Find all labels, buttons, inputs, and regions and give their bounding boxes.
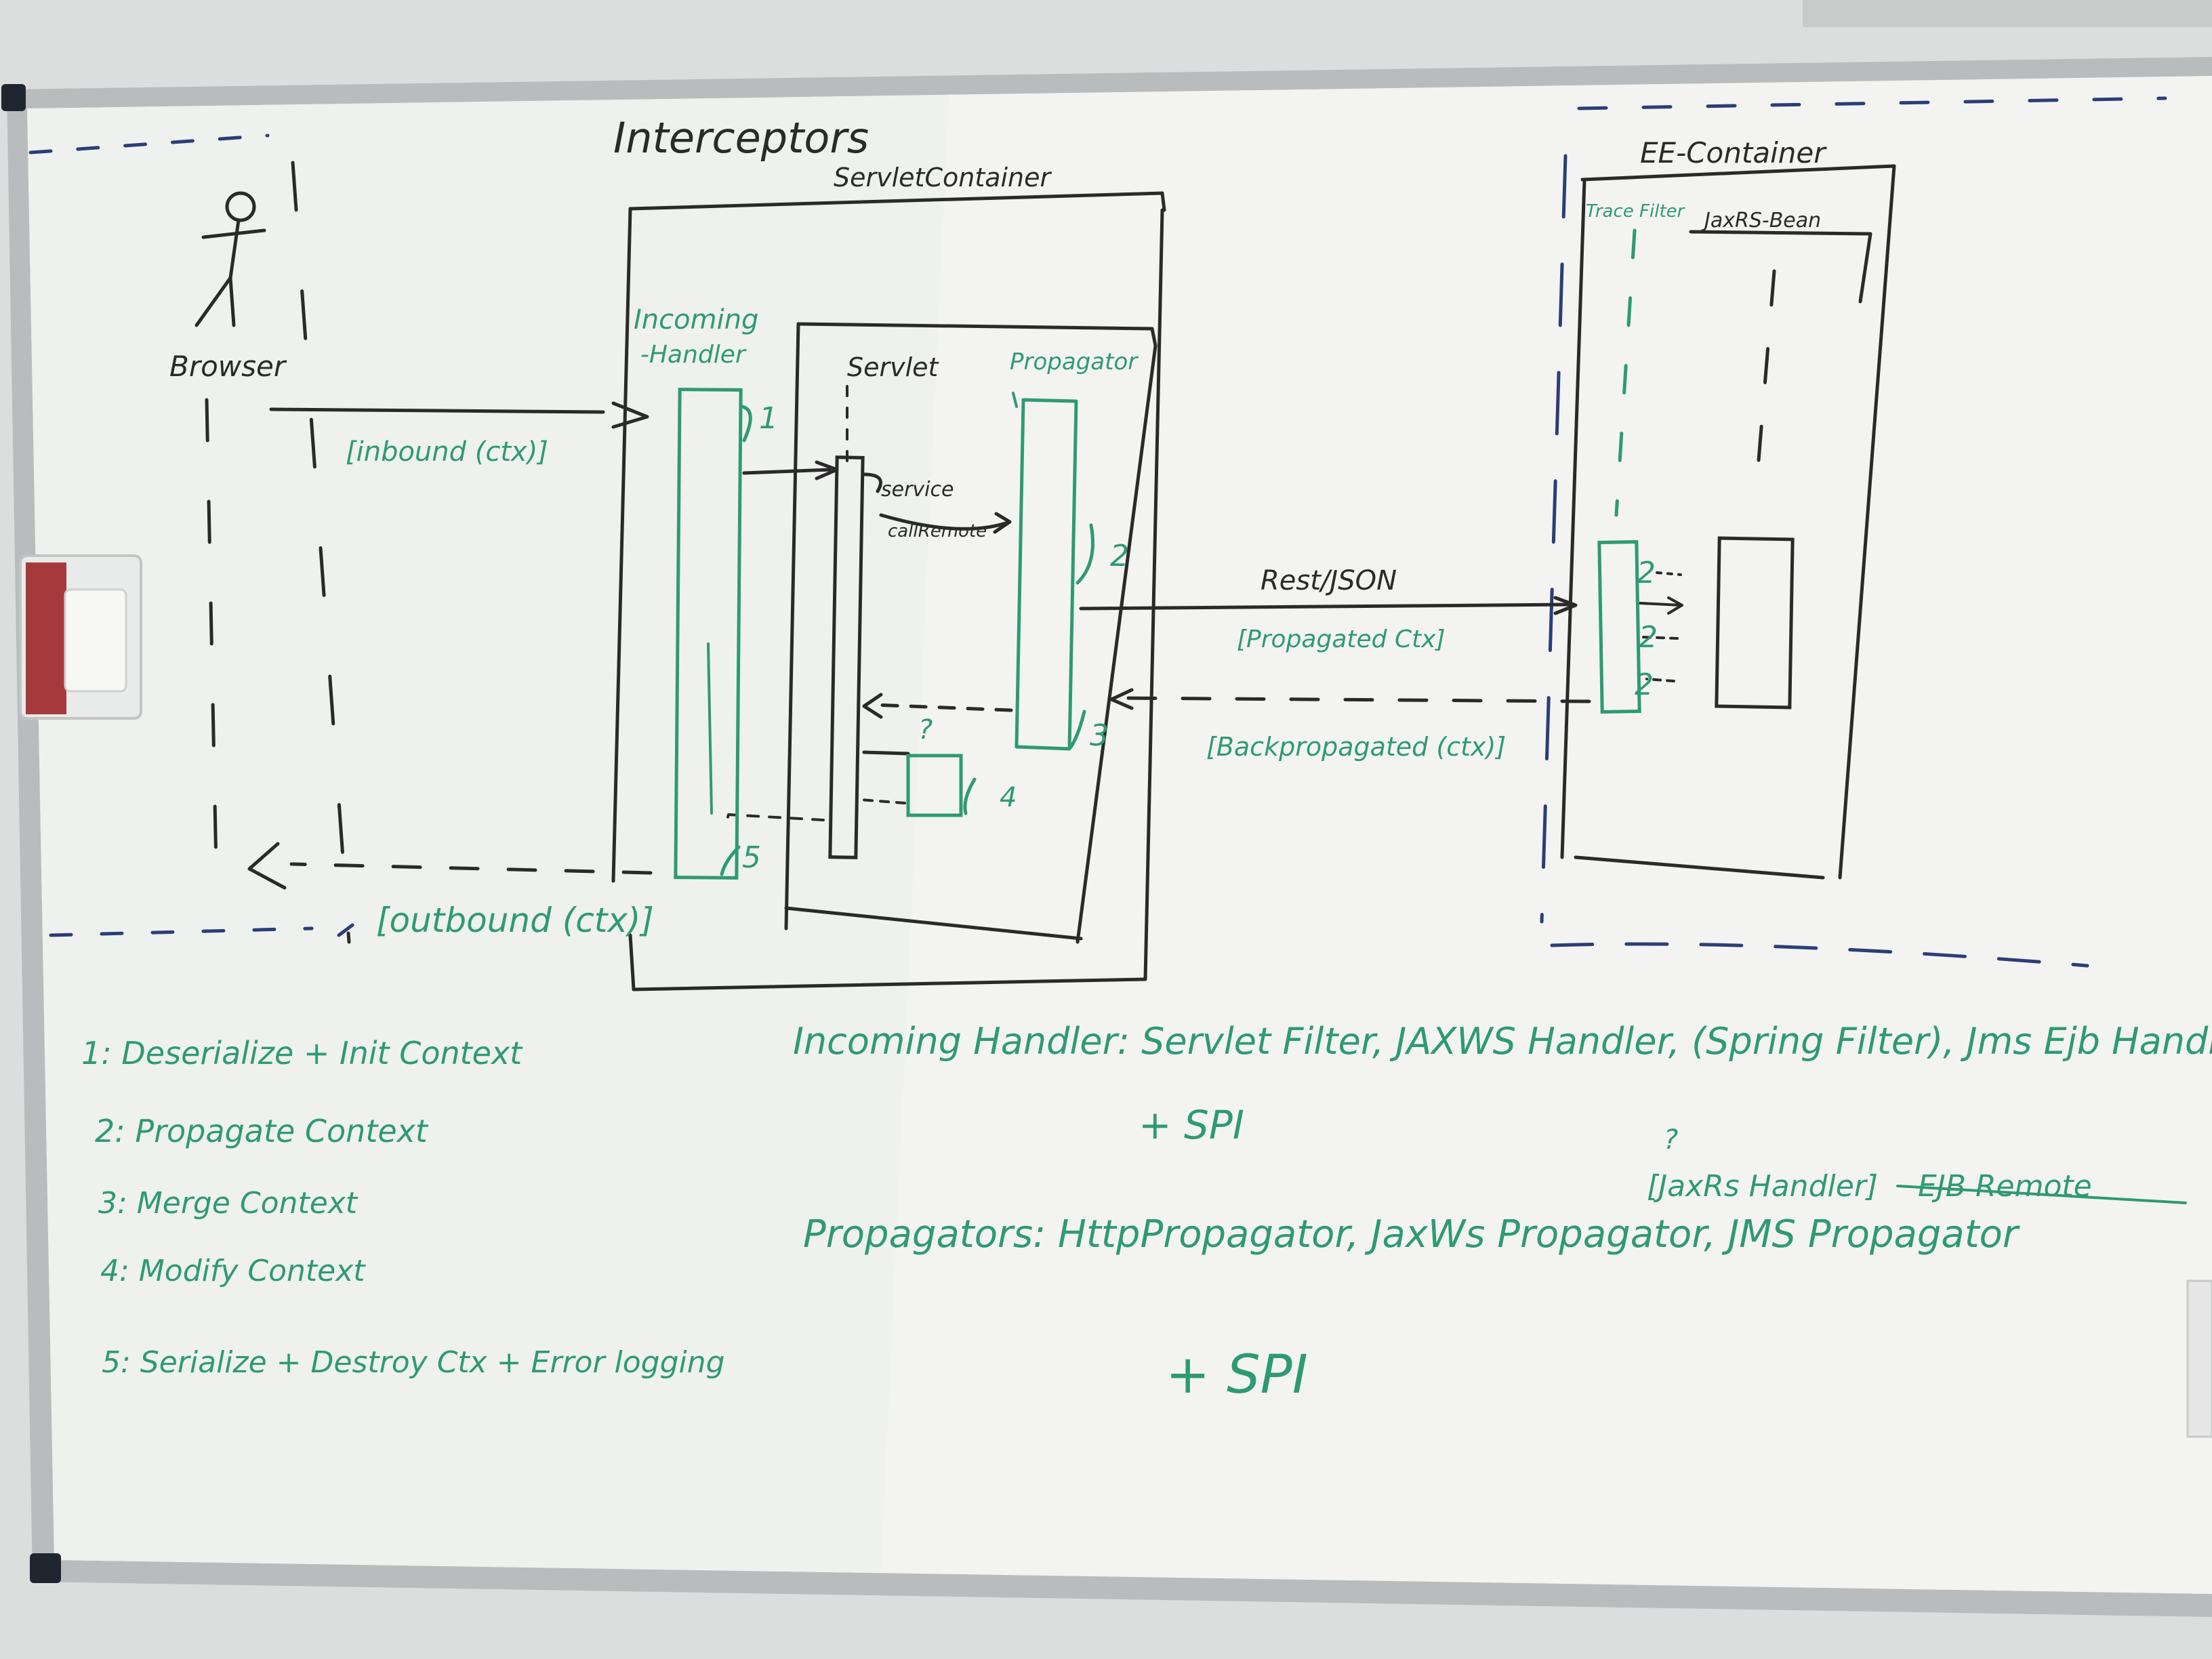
rest-json-label: Rest/JSON [1261,565,1397,596]
trace-filter-activation [1597,540,1641,714]
servlet-return-arrow [724,813,825,828]
notes: Incoming Handler: Servlet Filter, JAXWS … [793,1020,2212,1406]
propagator-return-arrow [872,703,1013,712]
ee-step-2c: 2 [1635,668,1654,702]
right-zone-boundary [1540,96,2167,968]
call-remote-label: callRemote [888,521,987,541]
step-5-marker: 5 [742,840,761,875]
trace-filter-lifeline [1614,228,1637,517]
incoming-handler-label-2: -Handler [640,341,747,369]
step-3-marker: 3 [1090,718,1109,753]
jaxrs-handler-note: [JaxRs Handler] [1647,1169,1878,1204]
servlet-container-label: ServletContainer [834,163,1052,192]
call-remote-arrow [879,512,1012,534]
strikethrough-line [1896,1185,2187,1204]
propagators-spi-note: + SPI [1166,1345,1308,1406]
outbound-arrow [289,862,653,875]
browser-label: Browser [169,350,287,383]
incoming-handler-activation [674,388,743,880]
ejb-remote-struck-note: EJB Remote [1918,1169,2092,1204]
service-label: service [881,478,954,501]
incoming-handler-note: Incoming Handler: Servlet Filter, JAXWS … [793,1020,2212,1063]
legend-item-5: 5: Serialize + Destroy Ctx + Error loggi… [102,1345,725,1380]
ee-container-label: EE-Container [1640,136,1827,169]
servlet-label: Servlet [847,352,940,382]
stick-figure-icon [225,191,256,222]
jaxrs-bean-label: JaxRS-Bean [1701,209,1821,232]
modify-context-box [906,754,963,817]
browser-lifeline [205,398,219,903]
jaxrs-bean-header [1689,230,1872,304]
frame-corner [1,84,26,111]
incoming-spi-note: + SPI [1139,1102,1244,1148]
ee-container-box [1560,164,1896,880]
jaxrs-bean-activation [1715,536,1795,710]
legend-item-2: 2: Propagate Context [95,1113,429,1149]
rest-json-arrow [1079,596,1578,615]
legend-item-3: 3: Merge Context [98,1186,359,1221]
servlet-box [784,322,1158,944]
propagated-message-label: [Propagated Ctx] [1237,626,1446,653]
legend-item-1: 1: Deserialize + Init Context [81,1035,523,1071]
frame-corner [30,1553,61,1583]
servlet-activation [828,455,865,859]
legend: 1: Deserialize + Init Context 2: Propaga… [81,1035,725,1380]
legend-item-4: 4: Modify Context [100,1254,366,1288]
browser-actor [194,191,266,327]
inbound-arrow [269,401,649,429]
step-1-marker: 1 [759,401,778,436]
marker-holder [19,554,142,720]
ee-internal-arrows [1639,571,1683,682]
step-2-marker: 2 [1110,539,1129,573]
left-zone-divider [291,161,351,944]
step-markers [720,405,1094,876]
backpropagated-arrow [1120,696,1591,703]
eraser [2186,1279,2212,1438]
modify-context-call [862,750,910,756]
ee-step-2a: 2 [1637,556,1656,590]
jaxrs-question-mark: ? [1664,1124,1678,1155]
propagators-note: Propagators: HttpPropagator, JaxWs Propa… [803,1212,2020,1256]
propagator-label: Propagator [1010,348,1139,375]
incoming-handler-label: Incoming [634,304,758,335]
inbound-message-label: [inbound (ctx)] [346,436,548,468]
shelf [1803,0,2212,27]
trace-filter-label: Trace Filter [1586,201,1686,222]
question-mark: ? [918,714,933,745]
backpropagated-message-label: [Backpropagated (ctx)] [1206,732,1506,762]
ee-step-2b: 2 [1639,620,1658,655]
left-zone-boundary [28,134,354,937]
servlet-container-box [611,191,1166,991]
step-4-marker: 4 [1000,782,1017,813]
outbound-message-label: [outbound (ctx)] [376,901,654,940]
interceptors-title: Interceptors [613,113,869,163]
handler-to-servlet-arrow [742,460,839,480]
service-self-call [862,472,882,493]
